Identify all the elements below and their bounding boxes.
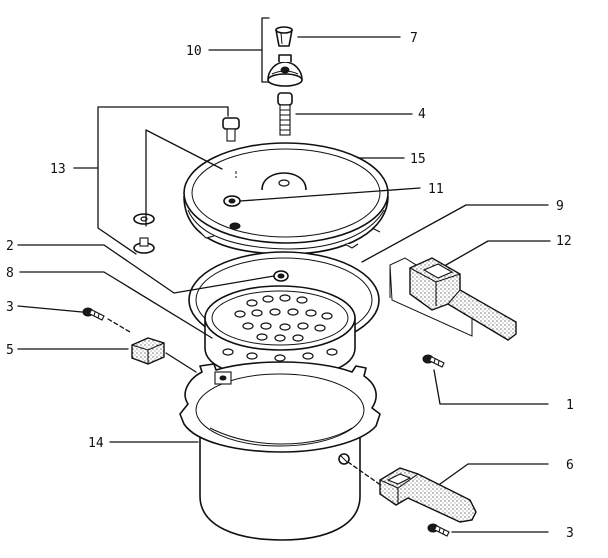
part-4-vent-pipe xyxy=(277,92,293,136)
part-7-regulator-cap xyxy=(275,26,293,47)
part-5-helper-handle xyxy=(131,337,165,365)
part-12-cover-handle xyxy=(389,257,517,341)
callout-9: 9 xyxy=(556,199,564,214)
part-14-body xyxy=(179,361,381,541)
callout-14: 14 xyxy=(88,436,104,451)
callout-8: 8 xyxy=(6,266,14,281)
part-15-cover xyxy=(183,142,389,255)
callout-2: 2 xyxy=(6,239,14,254)
leader-lines xyxy=(17,17,551,533)
screw-3-upper xyxy=(82,307,105,321)
callout-5: 5 xyxy=(6,343,14,358)
part-8-cooking-rack xyxy=(204,285,356,379)
callout-12: 12 xyxy=(556,234,572,249)
callout-6: 6 xyxy=(566,458,574,473)
callout-1: 1 xyxy=(566,398,574,413)
callout-11: 11 xyxy=(428,182,444,197)
callout-10: 10 xyxy=(186,44,202,59)
callout-labels: 7 10 4 15 13 11 9 12 2 8 3 5 1 14 6 3 xyxy=(6,31,574,541)
callout-3-upper: 3 xyxy=(6,300,14,315)
callout-7: 7 xyxy=(410,31,418,46)
callout-13: 13 xyxy=(50,162,66,177)
screw-3-lower xyxy=(427,523,450,537)
callout-4: 4 xyxy=(418,107,426,122)
part-10-pressure-regulator xyxy=(267,54,303,87)
screw-1 xyxy=(422,354,445,368)
part-6-body-handle xyxy=(379,467,477,523)
callout-3-lower: 3 xyxy=(566,526,574,541)
callout-15: 15 xyxy=(410,152,426,167)
rack-holes xyxy=(222,294,338,362)
